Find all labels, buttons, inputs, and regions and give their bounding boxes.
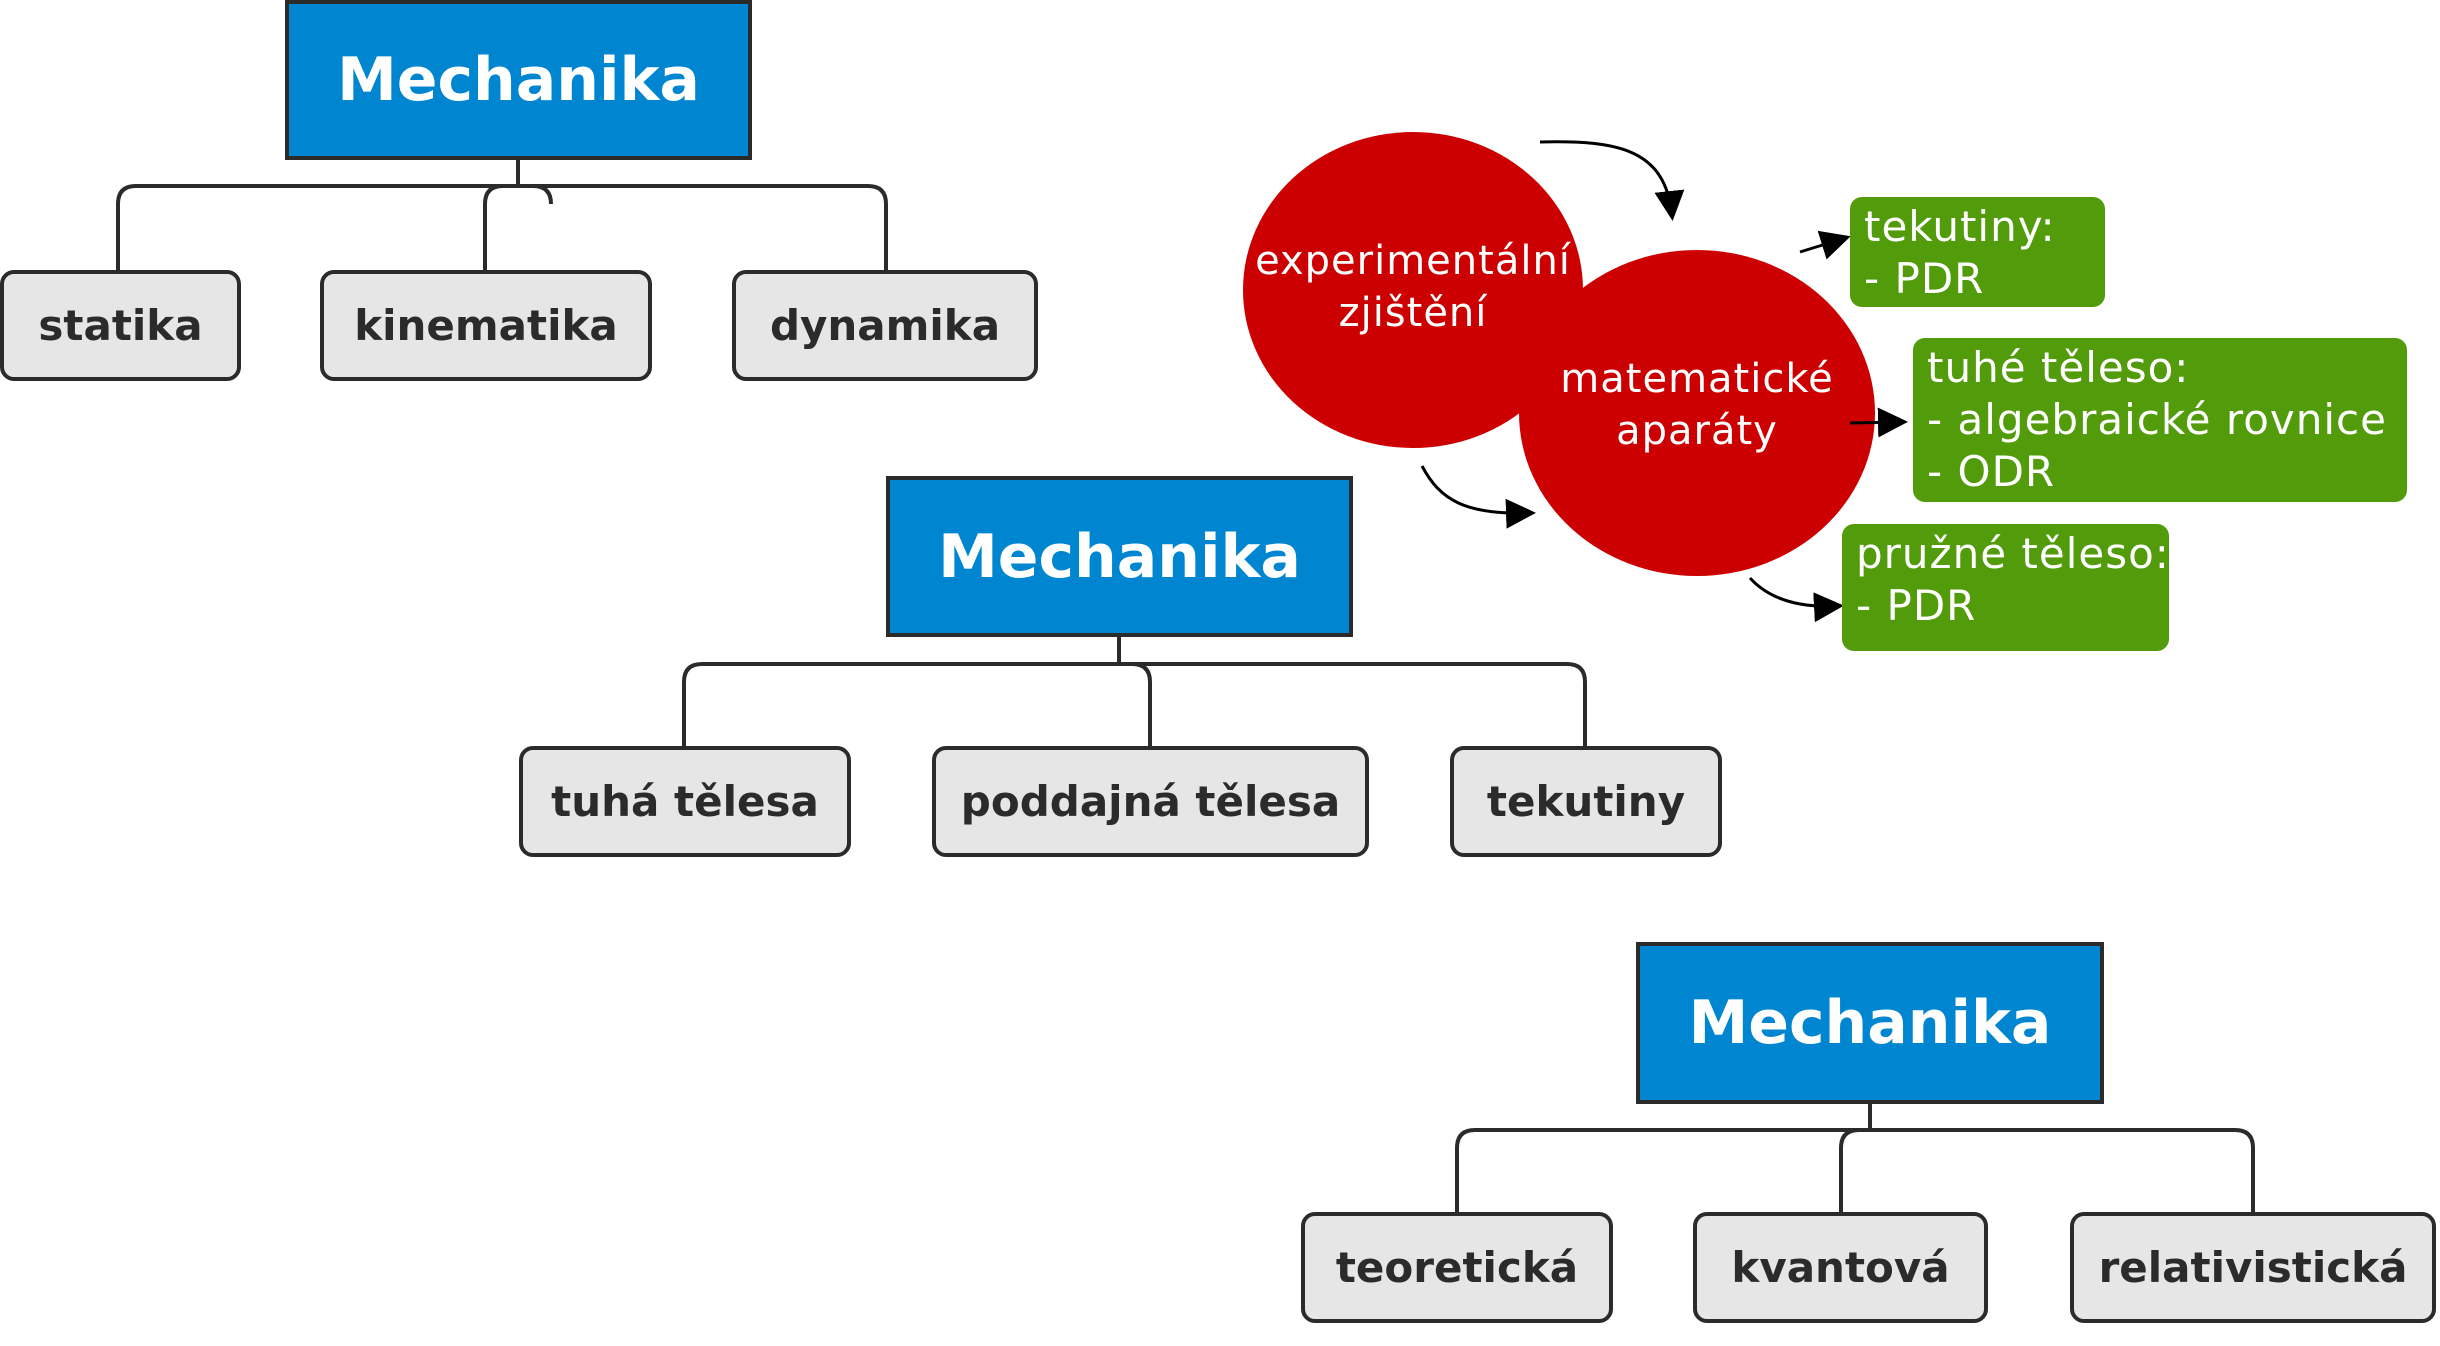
output-fluids-title: tekutiny: [1864, 202, 2056, 251]
math-apparatus-label: matematické aparáty [1519, 353, 1875, 457]
experimental-findings-circle [1243, 132, 1583, 448]
experimental-line-2: zjištění [1338, 290, 1488, 336]
output-elastic-body: pružné těleso: - PDR [1842, 524, 2169, 651]
experimental-findings-label: experimentální zjištění [1243, 235, 1583, 339]
top-tree-child-kinematika: kinematika [320, 270, 652, 381]
middle-tree-root: Mechanika [886, 476, 1353, 637]
output-elastic-title: pružné těleso: [1856, 529, 2170, 578]
middle-tree-child-deformable-bodies: poddajná tělesa [932, 746, 1369, 857]
output-rigid-title: tuhé těleso: [1927, 343, 2190, 392]
bottom-tree-child-quantum: kvantová [1693, 1212, 1988, 1323]
middle-tree-child-rigid-bodies: tuhá tělesa [519, 746, 851, 857]
output-fluids-item: - PDR [1864, 254, 1985, 303]
experimental-line-1: experimentální [1255, 238, 1571, 284]
top-tree-root: Mechanika [285, 0, 752, 160]
top-tree-connectors [116, 158, 888, 272]
math-apparatus-circle [1519, 250, 1875, 576]
output-rigid-body: tuhé těleso: - algebraické rovnice - ODR [1913, 338, 2407, 502]
bottom-tree-connectors [1455, 1102, 2255, 1214]
arrow-experimental-to-math-top [1539, 140, 1685, 221]
output-rigid-item-1: - algebraické rovnice [1927, 395, 2387, 444]
output-elastic-item: - PDR [1856, 581, 1977, 630]
bottom-tree-child-relativistic: relativistická [2070, 1212, 2436, 1323]
top-tree-child-dynamika: dynamika [732, 270, 1038, 381]
bottom-tree-child-theoretical: teoretická [1301, 1212, 1613, 1323]
middle-tree-connectors [682, 635, 1587, 748]
middle-tree-child-fluids: tekutiny [1450, 746, 1722, 857]
output-fluids: tekutiny: - PDR [1850, 197, 2105, 307]
arrow-to-rigid [1849, 407, 1908, 438]
output-rigid-item-2: - ODR [1927, 447, 2056, 496]
top-tree-child-statika: statika [0, 270, 241, 381]
bottom-tree-root: Mechanika [1636, 942, 2104, 1104]
arrow-to-fluids [1799, 230, 1851, 260]
arrow-to-elastic [1748, 576, 1844, 623]
arrow-math-to-experimental-bottom [1420, 465, 1536, 529]
math-line-1: matematické [1560, 356, 1834, 402]
math-line-2: aparáty [1616, 408, 1778, 454]
cycle-arrows [1420, 140, 1908, 623]
